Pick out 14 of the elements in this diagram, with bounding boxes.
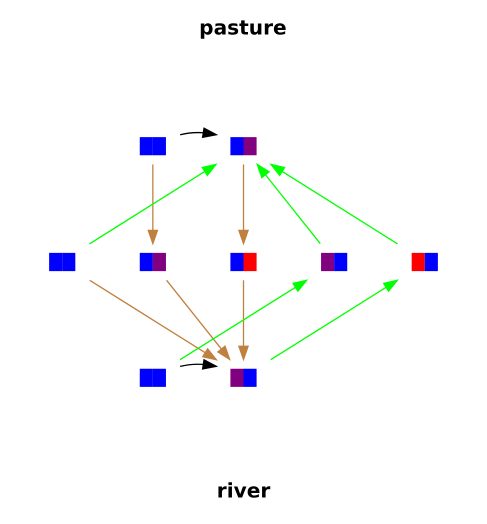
arrow (238, 164, 249, 246)
arrow (270, 279, 399, 360)
label: river (216, 478, 270, 503)
arrow (180, 279, 308, 360)
arrow (256, 162, 321, 244)
arrow (269, 163, 398, 244)
arrow (89, 280, 218, 361)
arrow (166, 280, 231, 361)
arrow (238, 280, 249, 362)
label: pasture (199, 15, 287, 40)
arrow (180, 358, 218, 370)
arrow (89, 163, 218, 244)
arrow (180, 127, 218, 138)
arrow (147, 164, 158, 246)
